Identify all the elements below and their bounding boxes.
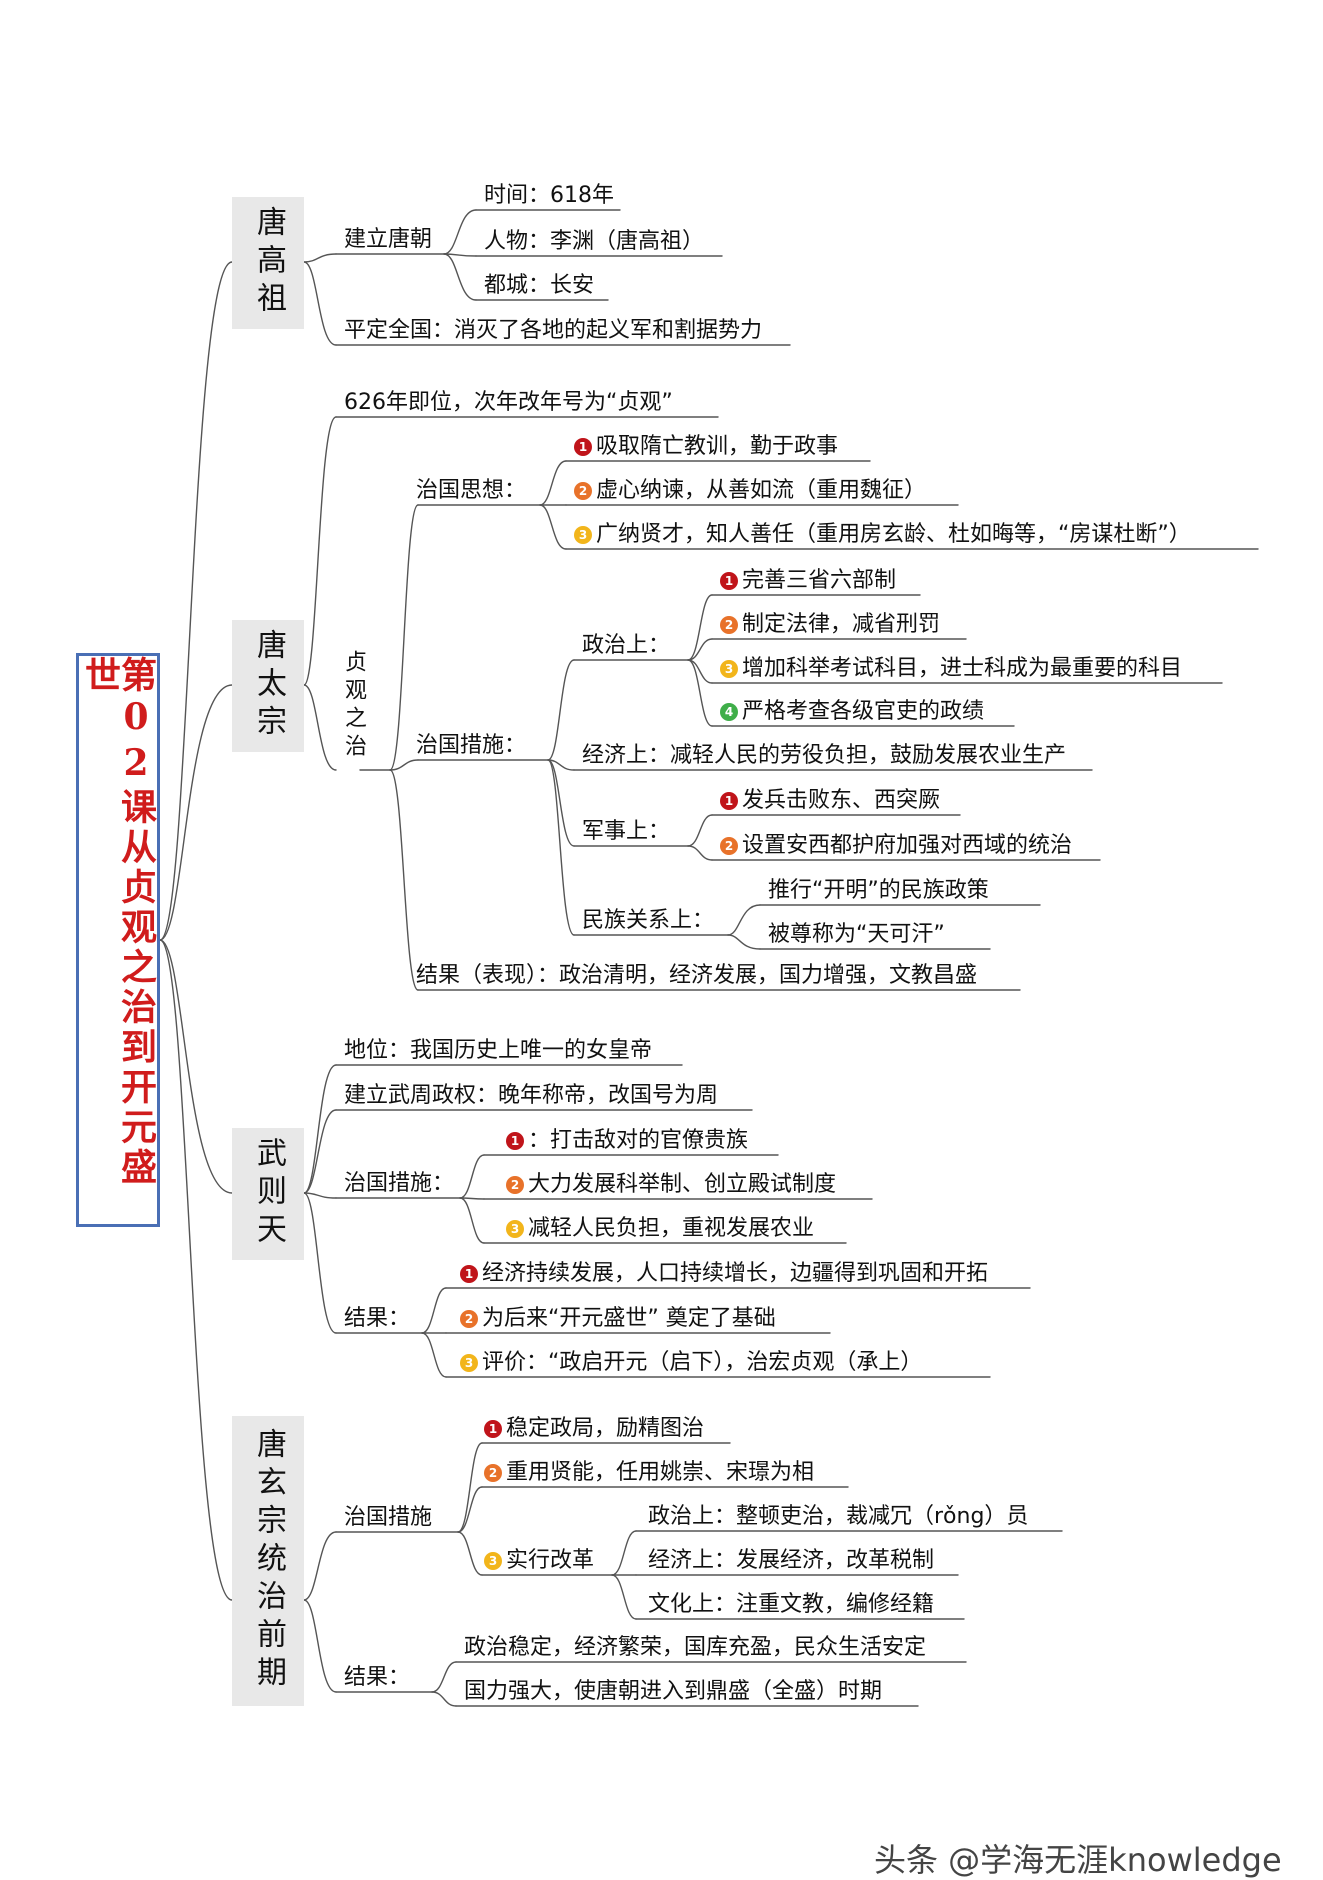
node-reform-politics: 政治上：整顿吏治，裁减冗（rǒng）员 <box>648 1504 1029 1529</box>
emperor-taizong-box: 唐太宗 <box>232 620 304 752</box>
node-found-tang: 建立唐朝 <box>344 227 433 252</box>
node-ethnic: 民族关系上： <box>582 908 715 933</box>
emperor-wuzetian-box: 武则天 <box>232 1128 304 1260</box>
badge-3-icon: 3 <box>484 1552 502 1570</box>
node-thought: 治国思想： <box>416 478 527 503</box>
node-found-capital: 都城：长安 <box>484 273 595 298</box>
node-military: 军事上： <box>582 819 671 844</box>
node-wu-measure-1: 1：打击敌对的官僚贵族 <box>506 1127 748 1155</box>
badge-3-icon: 3 <box>720 660 738 678</box>
watermark: 头条 @学海无涯knowledge <box>874 1841 1282 1879</box>
badge-1-icon: 1 <box>484 1420 502 1438</box>
node-wu-measures: 治国措施： <box>344 1171 455 1196</box>
node-xuan-result-2: 国力强大，使唐朝进入到鼎盛（全盛）时期 <box>464 1679 883 1704</box>
badge-1-icon: 1 <box>460 1265 478 1283</box>
node-xuan-result-1: 政治稳定，经济繁荣，国库充盈，民众生活安定 <box>464 1635 927 1660</box>
node-found-person: 人物：李渊（唐高祖） <box>484 229 705 254</box>
node-accession: 626年即位，次年改年号为“贞观” <box>344 390 673 415</box>
node-pacify: 平定全国：消灭了各地的起义军和割据势力 <box>344 318 763 343</box>
badge-2-icon: 2 <box>484 1464 502 1482</box>
node-taizong-result: 结果（表现）：政治清明，经济发展，国力增强，文教昌盛 <box>416 963 978 988</box>
emperor-wuzetian-label: 武则天 <box>251 1137 286 1251</box>
badge-2-icon: 2 <box>460 1310 478 1328</box>
node-wu-result: 结果： <box>344 1306 411 1331</box>
badge-3-icon: 3 <box>506 1220 524 1238</box>
node-zhenguan: 贞观之治 <box>341 650 366 762</box>
node-politics: 政治上： <box>582 633 671 658</box>
badge-2-icon: 2 <box>720 837 738 855</box>
node-found-time: 时间：618年 <box>484 183 614 208</box>
badge-2-icon: 2 <box>720 616 738 634</box>
node-ethnic-1: 推行“开明”的民族政策 <box>768 878 989 903</box>
badge-3-icon: 3 <box>574 526 592 544</box>
badge-1-icon: 1 <box>574 438 592 456</box>
badge-1-icon: 1 <box>720 572 738 590</box>
node-wu-zhou: 建立武周政权：晚年称帝，改国号为周 <box>344 1083 719 1108</box>
node-ethnic-2: 被尊称为“天可汗” <box>768 922 945 947</box>
badge-4-icon: 4 <box>720 703 738 721</box>
node-reform-culture: 文化上：注重文教，编修经籍 <box>648 1592 935 1617</box>
emperor-xuanzong-label: 唐玄宗统治前期 <box>251 1428 286 1694</box>
badge-3-icon: 3 <box>460 1354 478 1372</box>
lesson-title: 第02课从贞观之治到开元盛世 <box>79 656 157 1188</box>
emperor-gaozu-box: 唐高祖 <box>232 197 304 329</box>
node-xuan-result: 结果： <box>344 1665 411 1690</box>
emperor-xuanzong-box: 唐玄宗统治前期 <box>232 1416 304 1706</box>
node-measures: 治国措施： <box>416 733 527 758</box>
lesson-title-box: 第02课从贞观之治到开元盛世 <box>76 653 160 1227</box>
badge-1-icon: 1 <box>506 1132 524 1150</box>
badge-2-icon: 2 <box>574 482 592 500</box>
emperor-gaozu-label: 唐高祖 <box>251 206 286 320</box>
node-economy: 经济上：减轻人民的劳役负担，鼓励发展农业生产 <box>582 743 1067 768</box>
badge-1-icon: 1 <box>720 792 738 810</box>
node-xuan-measures: 治国措施 <box>344 1505 433 1530</box>
emperor-taizong-label: 唐太宗 <box>251 629 286 743</box>
node-reform-economy: 经济上：发展经济，改革税制 <box>648 1548 935 1573</box>
badge-2-icon: 2 <box>506 1176 524 1194</box>
node-wu-status: 地位：我国历史上唯一的女皇帝 <box>344 1038 653 1063</box>
